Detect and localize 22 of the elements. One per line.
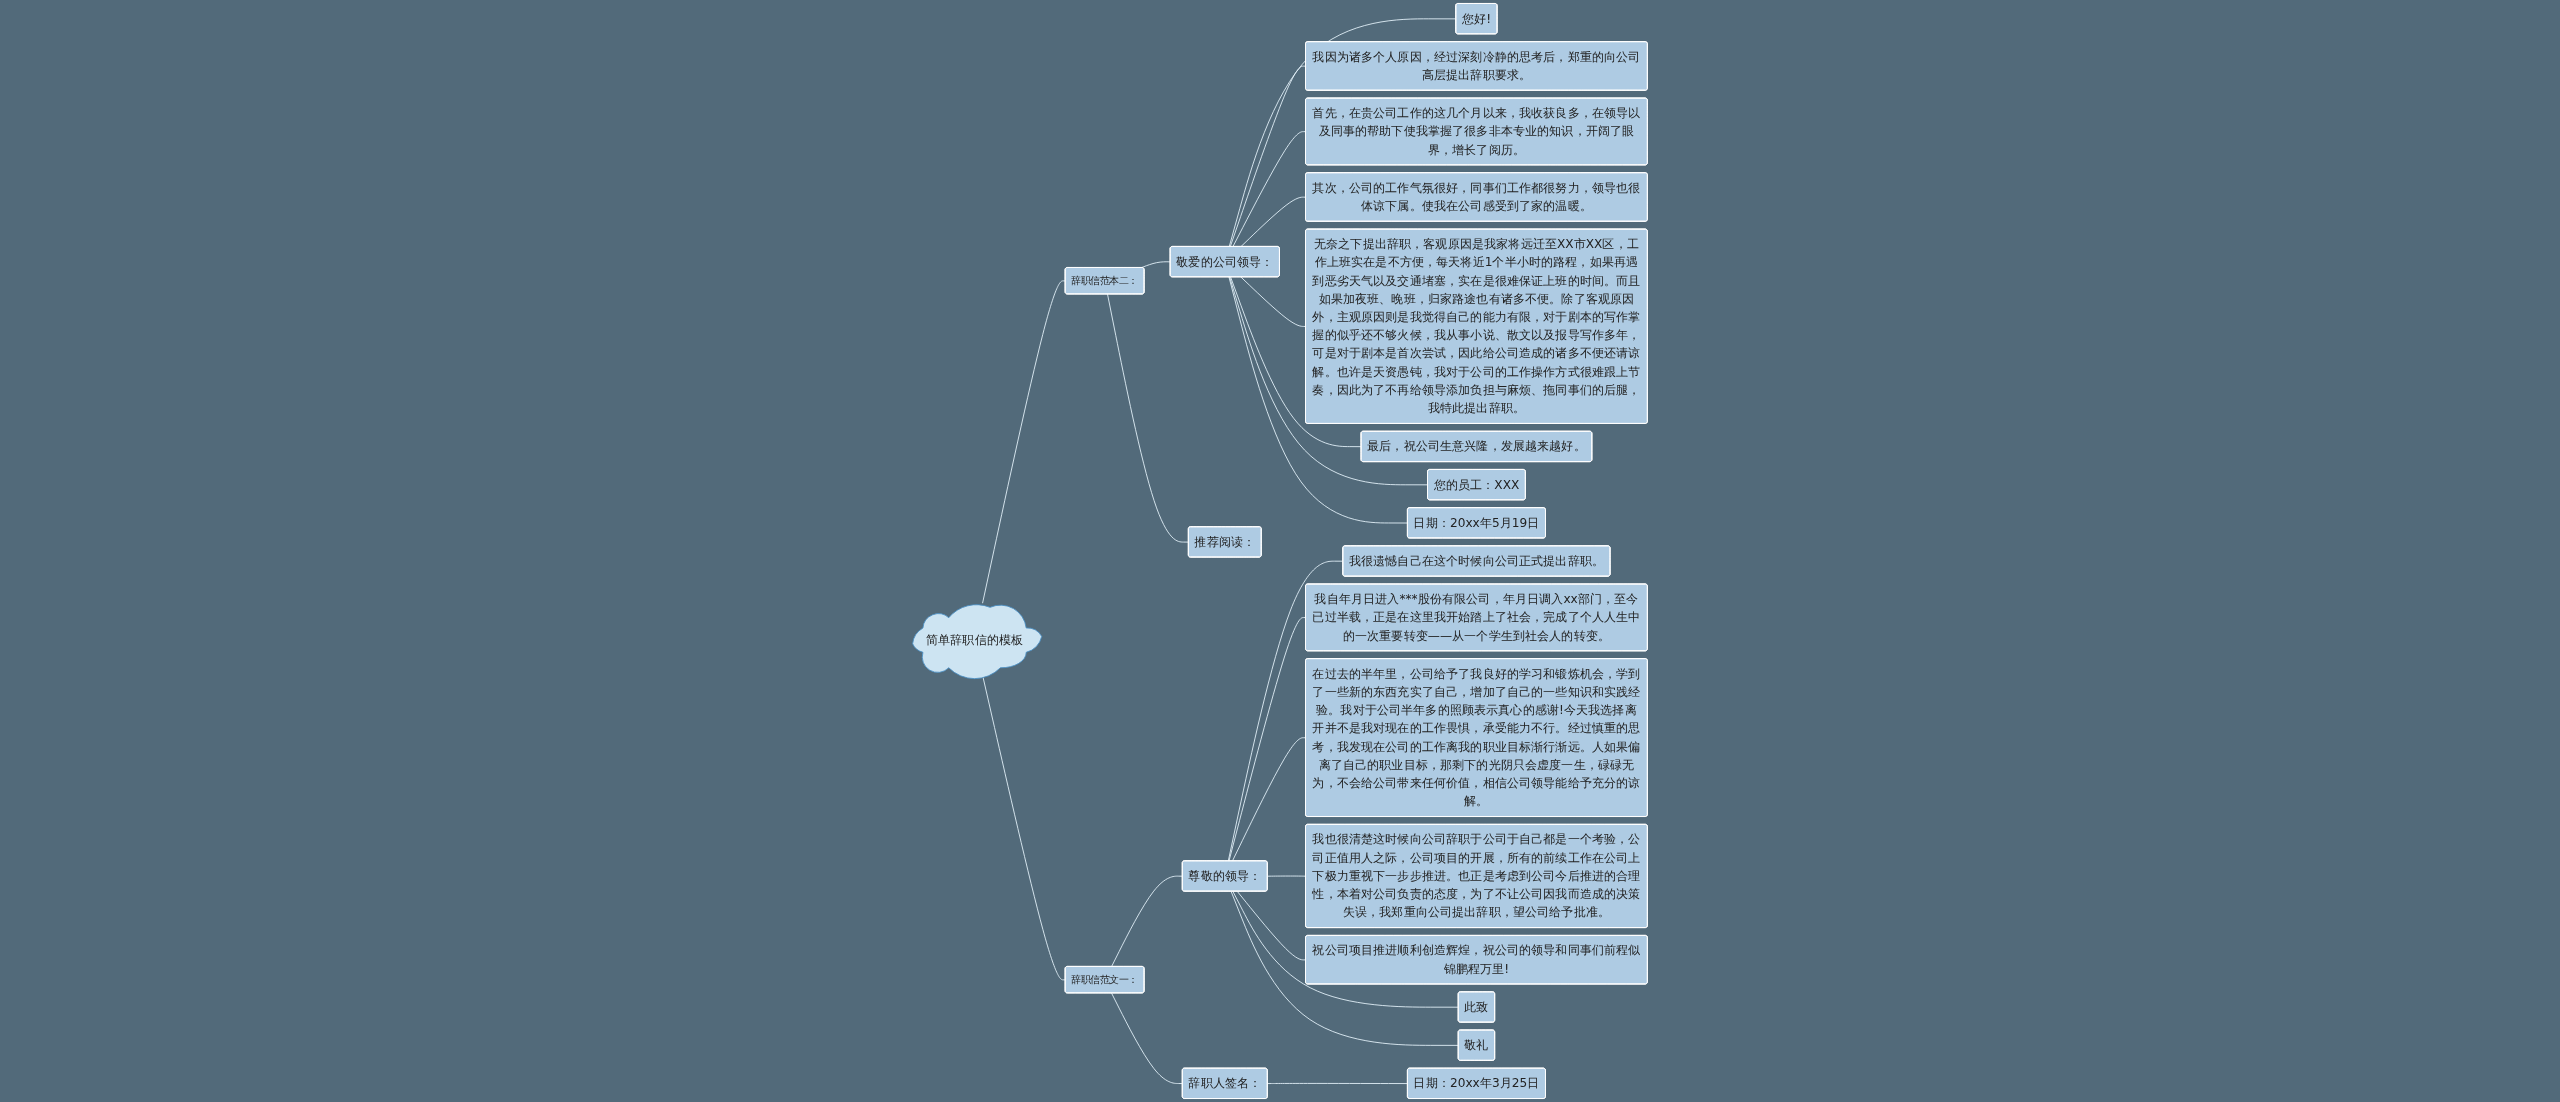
connector bbox=[1267, 875, 1307, 877]
connector bbox=[1240, 276, 1307, 327]
connector bbox=[1107, 293, 1189, 543]
connector bbox=[982, 676, 1066, 981]
connector bbox=[1230, 276, 1362, 448]
connector bbox=[1227, 560, 1344, 862]
connector bbox=[982, 280, 1066, 604]
connector bbox=[1232, 737, 1307, 862]
connector bbox=[1111, 992, 1183, 1084]
connector bbox=[1228, 18, 1457, 248]
connector bbox=[1228, 617, 1307, 862]
connector bbox=[1229, 65, 1307, 248]
connector bbox=[1232, 890, 1459, 1008]
connector bbox=[1232, 131, 1307, 248]
connector bbox=[1140, 261, 1171, 269]
connector bbox=[1240, 196, 1307, 248]
connector bbox=[1229, 276, 1429, 486]
connector bbox=[1230, 890, 1459, 1046]
connector bbox=[1267, 1083, 1409, 1084]
connector bbox=[1236, 890, 1307, 961]
connector bbox=[1111, 875, 1183, 968]
connector bbox=[1228, 276, 1409, 524]
